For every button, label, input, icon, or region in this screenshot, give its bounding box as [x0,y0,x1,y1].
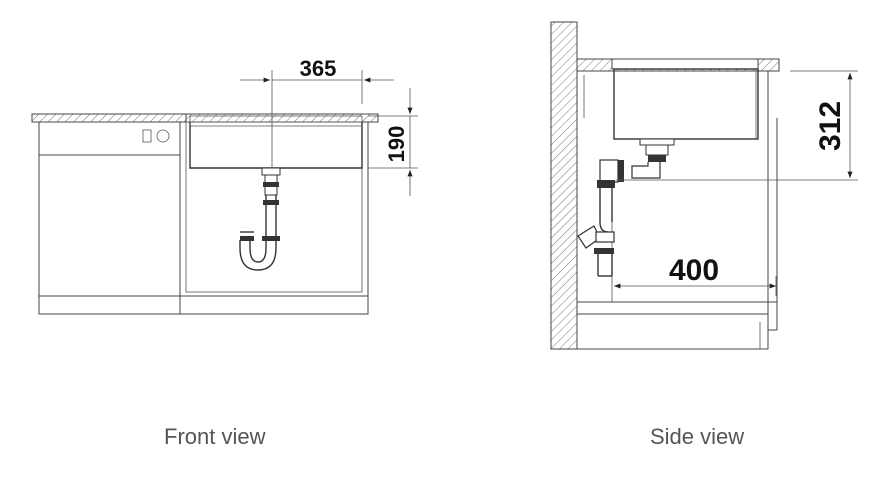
front-width-dimension: 365 [240,56,394,168]
side-depth-label: 400 [669,254,719,287]
front-width-label: 365 [300,56,337,81]
wall [550,21,578,350]
front-view-caption: Front view [164,424,266,449]
side-height-label: 312 [814,101,847,151]
siphon-side [577,138,675,277]
front-countertop [31,113,379,123]
dishwasher-knob-icon [156,129,170,143]
sink-cabinet-front [179,121,369,315]
dishwasher-button-icon [142,129,152,143]
dishwasher [38,121,181,315]
side-height-dimension: 312 [616,70,858,181]
siphon-front [239,167,281,271]
front-height-label: 190 [384,126,409,163]
side-view-drawing: 312 400 [550,21,858,350]
side-depth-dimension: 400 [614,254,777,296]
sink-cabinet-side [576,71,778,350]
sink-bowl-side [611,58,759,140]
front-height-dimension: 190 [368,88,418,196]
front-view-drawing: 365 190 [31,56,418,315]
sink-bowl-front [189,115,363,169]
side-view-caption: Side view [650,424,745,449]
